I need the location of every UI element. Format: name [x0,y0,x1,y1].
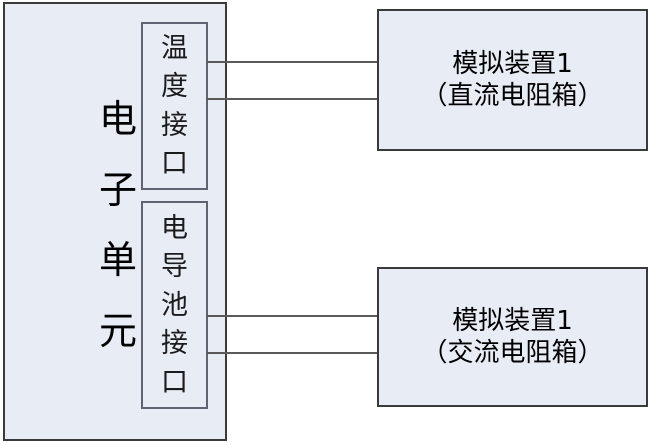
conductivity-cell-port-box: 电 导 池 接 口 [141,201,208,409]
electronic-unit-label-char-0: 电 [98,97,137,141]
conductivity-cell-port-label-char-2: 池 [161,289,188,321]
temperature-port-label-char-1: 度 [161,71,188,103]
simulator-ac-box: 模拟装置1 （交流电阻箱） [377,267,648,407]
electronic-unit-label-char-2: 单 [98,238,137,283]
temperature-port-label-char-0: 温 [161,33,188,65]
simulator-dc-subtitle: （直流电阻箱） [421,81,604,111]
conductivity-cell-port-label-char-0: 电 [161,212,188,244]
simulator-ac-title: 模拟装置1 [452,305,573,336]
wire-conductivity-2 [207,352,396,354]
conductivity-cell-port-label-char-1: 导 [161,251,188,282]
conductivity-cell-port-label-char-4: 口 [161,366,188,398]
simulator-dc-title: 模拟装置1 [452,48,573,79]
conductivity-cell-port-label-char-3: 接 [161,328,188,359]
wire-temperature-1 [207,61,396,63]
temperature-port-box: 温 度 接 口 [141,22,208,190]
temperature-port-label-char-2: 接 [161,109,188,141]
electronic-unit-box: 电 子 单 元 温 度 接 口 电 导 池 接 口 [3,2,227,441]
wire-conductivity-1 [207,315,396,317]
electronic-unit-label: 电 子 单 元 [91,100,145,350]
wire-temperature-2 [207,98,396,100]
temperature-port-label-char-3: 口 [161,147,188,179]
simulator-dc-box: 模拟装置1 （直流电阻箱） [377,9,648,151]
simulator-ac-subtitle: （交流电阻箱） [421,338,604,368]
electronic-unit-label-char-3: 元 [98,308,137,353]
electronic-unit-label-char-1: 子 [98,167,137,212]
